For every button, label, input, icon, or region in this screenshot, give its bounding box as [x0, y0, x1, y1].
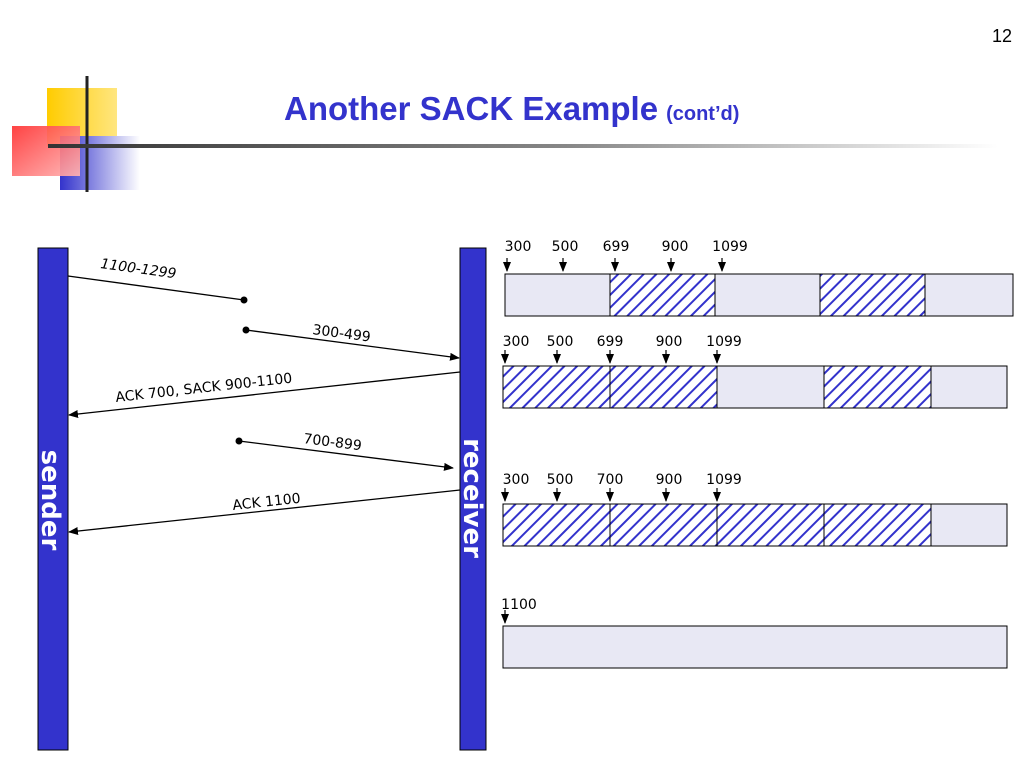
message-label: 300-499 [311, 322, 371, 345]
receiver-buffers: 300 500 699 900 1099 300 500 699 900 1099 300 500 70… [501, 239, 1014, 669]
buffer-bar [504, 273, 1014, 317]
seq-label: 500 [547, 334, 574, 350]
slide-title: Another SACK Example (cont’d) [284, 90, 739, 128]
ack-arrow [68, 489, 461, 536]
receiver-bar [459, 247, 487, 751]
seq-label: 300 [505, 239, 532, 255]
seq-label: 900 [656, 334, 683, 350]
seq-label: 300 [503, 472, 530, 488]
received-segment [502, 365, 611, 409]
seq-label: 699 [597, 334, 624, 350]
received-segment [502, 503, 611, 547]
page-number: 12 [991, 26, 1012, 46]
message-arrow-lost [67, 275, 245, 301]
lost-packet-dot [240, 296, 248, 304]
seq-label: 1100 [501, 597, 537, 613]
receiver-label: receiver [457, 438, 487, 558]
logo-red-square [12, 126, 80, 176]
message-arrow [245, 329, 460, 361]
received-segment [819, 273, 926, 317]
seq-label: 699 [603, 239, 630, 255]
received-segment [609, 365, 718, 409]
seq-label: 900 [656, 472, 683, 488]
received-segment [716, 503, 825, 547]
received-segment [823, 365, 932, 409]
received-segment [823, 503, 932, 547]
seq-label: 500 [547, 472, 574, 488]
message-label: 1100-1299 [99, 256, 177, 282]
received-segment [609, 273, 716, 317]
title-underline [48, 144, 998, 148]
logo-squares [12, 76, 140, 192]
message-label: 700-899 [302, 431, 362, 454]
buffer-bar [502, 625, 1008, 669]
title-subtitle: (cont’d) [666, 103, 740, 125]
message-label: ACK 1100 [232, 491, 302, 514]
sender-bar [37, 247, 69, 751]
seq-label: 300 [503, 334, 530, 350]
seq-label: 900 [662, 239, 689, 255]
seq-label: 1099 [712, 239, 748, 255]
seq-label: 500 [552, 239, 579, 255]
ack-arrow [68, 371, 461, 418]
message-arrow [238, 440, 454, 471]
seq-label: 1099 [706, 334, 742, 350]
received-segment [609, 503, 718, 547]
title-main: Another SACK Example [284, 90, 659, 127]
sender-label: sender [35, 450, 65, 551]
seq-label: 700 [597, 472, 624, 488]
seq-label: 1099 [706, 472, 742, 488]
